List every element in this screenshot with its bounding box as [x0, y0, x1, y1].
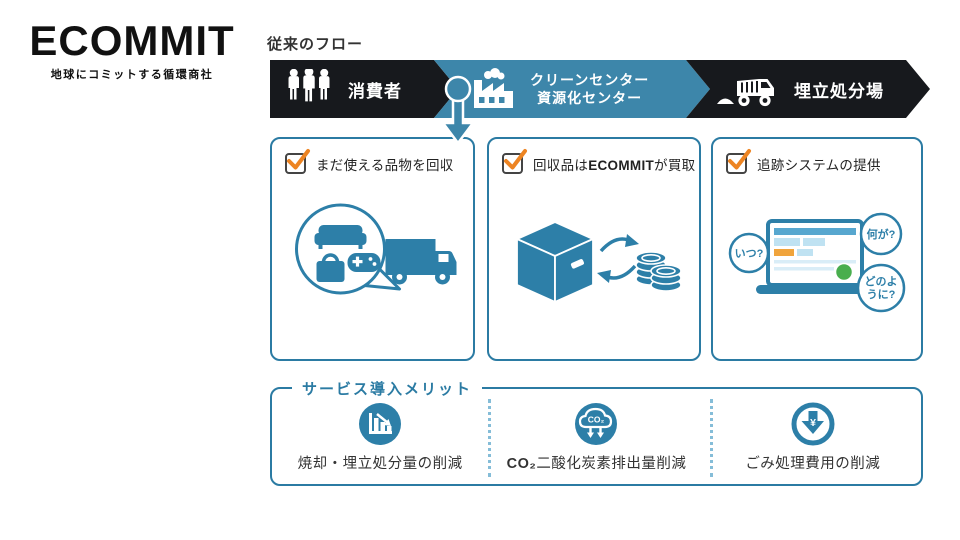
company-logo: ECOMMIT 地球にコミットする循環商社 — [8, 20, 256, 82]
speech-bubble-what: 何が? — [859, 212, 903, 256]
bag-icon — [316, 253, 344, 282]
card-buyback: 回収品はECOMMITが買取 — [487, 137, 701, 361]
checkbox — [502, 149, 527, 174]
exchange-arrowhead-top — [625, 234, 639, 247]
flow-step-consumer-label: 消費者 — [348, 81, 402, 101]
factory-icon — [466, 68, 518, 110]
co2-cloud-icon: CO₂ — [575, 403, 618, 445]
bubble-what-label: 何が? — [867, 227, 896, 241]
flow-step-clean-center-label: クリーンセンター 資源化センター — [530, 71, 649, 107]
card-collection-header: まだ使える品物を回収 — [272, 139, 473, 174]
merits-row: 焼却・埋立処分量の削減 CO₂ CO₂二酸化炭素排出量削減 — [272, 389, 921, 484]
flow-step-landfill: 埋立処分場 — [686, 60, 930, 118]
exchange-arrowhead-bottom — [597, 270, 611, 283]
check-icon — [287, 149, 310, 170]
coins-icon — [635, 251, 682, 292]
card-buyback-header: 回収品はECOMMITが買取 — [489, 139, 699, 174]
merits-title: サービス導入メリット — [292, 378, 483, 399]
sofa-icon — [314, 225, 366, 249]
dotted-divider — [488, 399, 491, 477]
bubble-when-label: いつ? — [735, 248, 764, 260]
company-logo-title: ECOMMIT — [29, 17, 235, 64]
down-arrow-pin — [440, 75, 476, 146]
flow-step-consumer: 消費者 — [270, 60, 458, 118]
collection-truck-illustration — [294, 203, 456, 295]
checkbox — [285, 149, 310, 174]
bubble-how-line1: どのよ — [865, 275, 898, 288]
people-icon — [284, 69, 334, 109]
check-icon — [728, 149, 751, 170]
card-buyback-title-suffix: が買取 — [654, 157, 696, 173]
merit-cost-reduction: ¥ ごみ処理費用の削減 — [705, 389, 921, 484]
cost-down-icon: ¥ — [791, 402, 835, 446]
truck-icon — [385, 239, 456, 285]
tracking-laptop-illustration: いつ? 何が? どのよ うに? — [728, 212, 906, 313]
laptop-icon — [756, 219, 874, 294]
gamepad-icon — [347, 253, 380, 272]
merits-panel: サービス導入メリット 焼却・埋立処分量の削減 — [270, 378, 923, 486]
card-buyback-title-prefix: 回収品は — [533, 157, 589, 173]
speech-bubble-when: いつ? — [728, 232, 770, 274]
flow-step-clean-center-line2: 資源化センター — [537, 90, 643, 106]
flow-step-landfill-label: 埋立処分場 — [794, 81, 884, 101]
yen-icon-label: ¥ — [810, 417, 816, 429]
box-exchange-coins-illustration — [514, 221, 682, 304]
company-tagline: 地球にコミットする循環商社 — [50, 69, 214, 81]
merit-co2-label: CO₂二酸化炭素排出量削減 — [507, 452, 687, 473]
card-collection-title: まだ使える品物を回収 — [316, 157, 454, 173]
card-buyback-title: 回収品はECOMMITが買取 — [533, 154, 695, 174]
flow-step-clean-center: クリーンセンター 資源化センター — [434, 60, 710, 118]
merit-co2-text: 二酸化炭素排出量削減 — [536, 456, 687, 472]
flow-section-label: 従来のフロー — [267, 36, 364, 53]
checkbox — [726, 149, 751, 174]
merit-disposal-reduction: 焼却・埋立処分量の削減 — [272, 389, 488, 484]
box-label — [570, 259, 584, 269]
card-tracking-header: 追跡システムの提供 — [713, 139, 921, 174]
dump-truck-icon — [714, 69, 780, 109]
merit-disposal-label: 焼却・埋立処分量の削減 — [297, 456, 463, 472]
merit-co2-prefix: CO₂ — [506, 456, 537, 472]
check-icon — [504, 149, 527, 170]
co2-icon-label: CO₂ — [588, 415, 605, 425]
speech-bubble-how: どのよ うに? — [856, 263, 906, 313]
flow-step-clean-center-line1: クリーンセンター — [530, 71, 650, 88]
flow-bar: 消費者 クリーンセンター 資源化センター — [270, 60, 930, 118]
card-collection: まだ使える品物を回収 — [270, 137, 475, 361]
box-icon — [514, 221, 596, 304]
card-buyback-title-brand: ECOMMIT — [588, 157, 655, 173]
card-tracking: 追跡システムの提供 いつ? 何が? — [711, 137, 923, 361]
bubble-how-line2: うに? — [867, 288, 896, 301]
declining-chart-icon — [359, 403, 402, 445]
dotted-divider — [710, 399, 713, 477]
merit-co2-reduction: CO₂ CO₂二酸化炭素排出量削減 — [488, 389, 704, 484]
card-tracking-title: 追跡システムの提供 — [757, 157, 881, 173]
merit-cost-label: ごみ処理費用の削減 — [745, 456, 881, 472]
